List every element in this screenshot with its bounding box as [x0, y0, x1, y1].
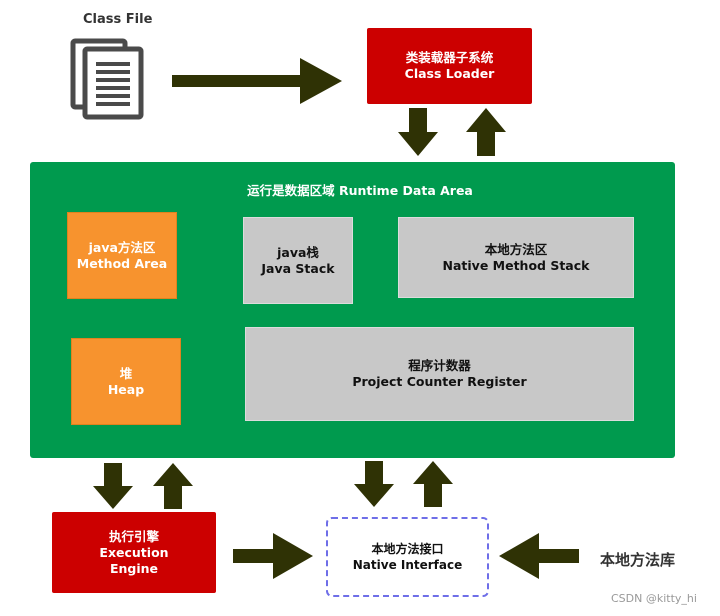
arrow-native-interface-to-runtime: [413, 461, 453, 507]
java-stack-box: java栈 Java Stack: [243, 217, 353, 304]
method-area-en: Method Area: [76, 255, 168, 271]
method-area-box: java方法区 Method Area: [67, 212, 177, 299]
watermark: CSDN @kitty_hi: [611, 592, 697, 605]
class-loader-box: 类装载器子系统 Class Loader: [367, 28, 532, 104]
native-method-stack-box: 本地方法区 Native Method Stack: [398, 217, 634, 298]
arrow-loader-down: [398, 108, 438, 156]
heap-en: Heap: [107, 381, 145, 397]
java-stack-cn: java栈: [277, 244, 319, 260]
execution-engine-en-1: Execution: [99, 544, 169, 560]
arrow-classfile-to-loader: [172, 58, 344, 104]
class-loader-en: Class Loader: [404, 66, 495, 81]
execution-engine-box: 执行引擎 Execution Engine: [52, 512, 216, 593]
arrow-runtime-to-engine: [93, 463, 133, 509]
heap-box: 堆 Heap: [71, 338, 181, 425]
class-loader-cn: 类装载器子系统: [405, 50, 494, 65]
execution-engine-cn: 执行引擎: [108, 528, 159, 544]
native-method-stack-en: Native Method Stack: [442, 257, 590, 273]
heap-cn: 堆: [119, 365, 133, 381]
runtime-data-area-title: 运行是数据区域 Runtime Data Area: [247, 183, 473, 198]
arrow-library-to-native-interface: [499, 533, 579, 579]
native-method-stack-cn: 本地方法区: [484, 241, 548, 257]
class-file-label: Class File: [83, 12, 153, 27]
native-interface-en: Native Interface: [352, 558, 463, 572]
program-counter-box: 程序计数器 Project Counter Register: [245, 327, 634, 421]
program-counter-cn: 程序计数器: [408, 358, 471, 373]
arrow-loader-up: [466, 108, 506, 156]
native-interface-cn: 本地方法接口: [371, 542, 444, 556]
arrow-engine-to-native-interface: [233, 533, 313, 579]
method-area-cn: java方法区: [88, 239, 156, 255]
execution-engine-en-2: Engine: [109, 560, 159, 576]
arrow-engine-to-runtime: [153, 463, 193, 509]
native-interface-box: 本地方法接口 Native Interface: [326, 517, 489, 597]
java-stack-en: Java Stack: [261, 260, 335, 276]
native-library-label: 本地方法库: [600, 551, 676, 569]
document-stack-icon: [70, 38, 152, 126]
program-counter-en: Project Counter Register: [352, 374, 527, 389]
arrow-runtime-to-native-interface: [354, 461, 394, 507]
